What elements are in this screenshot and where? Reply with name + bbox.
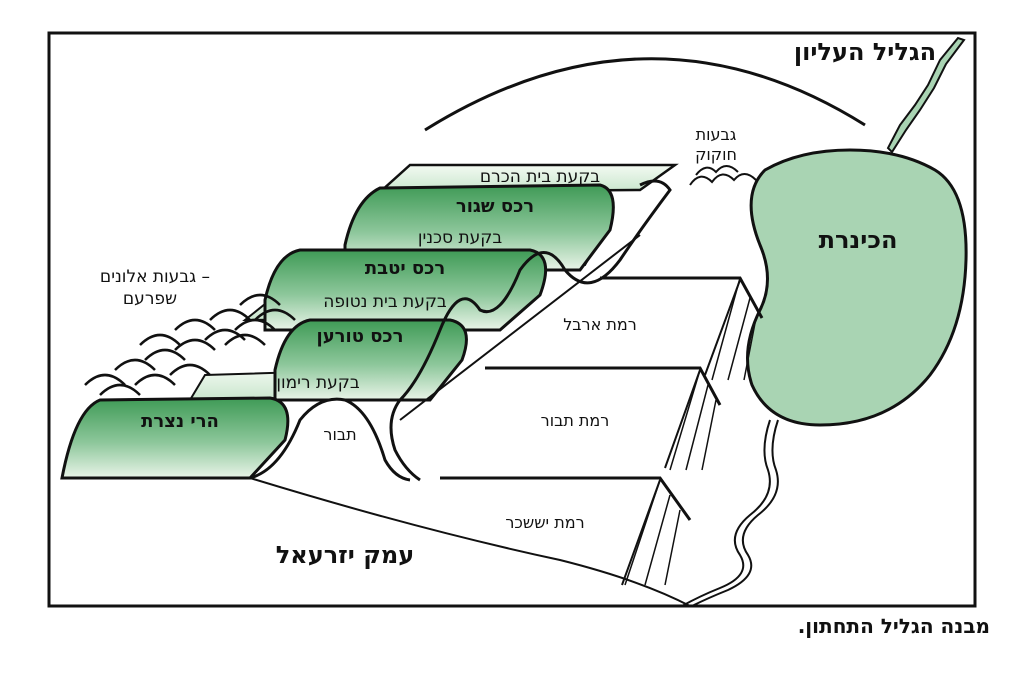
boundary-line [399, 234, 641, 421]
hukok-hills [689, 165, 757, 186]
shagor-ridge-label: רכס שגור [456, 196, 534, 217]
kinneret-label: הכינרת [819, 226, 898, 254]
arbel-plateau-shape [600, 276, 764, 381]
tabor-mountain [249, 397, 411, 482]
sakhnin-valley-label: בקעת סכנין [418, 228, 503, 248]
escarpment-profile [389, 179, 672, 482]
alonim-hills-label-2: שפרעם [123, 289, 177, 309]
figure-caption: מבנה הגליל התחתון. [797, 614, 990, 638]
nazareth-mountains-label: הרי נצרת [141, 411, 219, 432]
issachar-plateau-label: רמת יששכר [505, 513, 584, 532]
alonim-hills [84, 293, 296, 396]
tabor-plateau-label: רמת תבור [541, 411, 610, 430]
hukok-hills-label-1: גבעות [696, 125, 737, 144]
turan-ridge-label: רכס טורען [317, 326, 404, 347]
issachar-plateau-shape [440, 476, 692, 586]
arbel-plateau-label: רמת ארבל [563, 315, 637, 334]
beit-hakerem-valley-label: בקעת בית הכרם [480, 167, 600, 187]
nazareth-ridge-shape [60, 396, 290, 480]
jezreel-valley-label: עמק יזרעאל [276, 541, 414, 569]
tabor-plateau-shape [485, 366, 722, 471]
upper-galilee-label: הגליל העליון [794, 38, 936, 66]
tabor-label: תבור [323, 425, 356, 444]
hukok-hills-label-2: חוקוק [695, 145, 737, 164]
jezreel-valley-edge [249, 477, 691, 607]
rimon-valley-label: בקעת רימון [276, 373, 359, 393]
yotvat-ridge-shape [263, 248, 548, 332]
alonim-hills-label-1: גבעות אלונים – [100, 267, 210, 287]
yotvat-ridge-label: רכס יטבת [365, 258, 445, 279]
kinneret-lake [746, 148, 968, 427]
upper-galilee-arc [424, 57, 866, 132]
jordan-river [681, 36, 966, 607]
turan-ridge-shape [273, 318, 468, 402]
beit-netofa-valley-label: בקעת בית נטופה [323, 292, 447, 312]
